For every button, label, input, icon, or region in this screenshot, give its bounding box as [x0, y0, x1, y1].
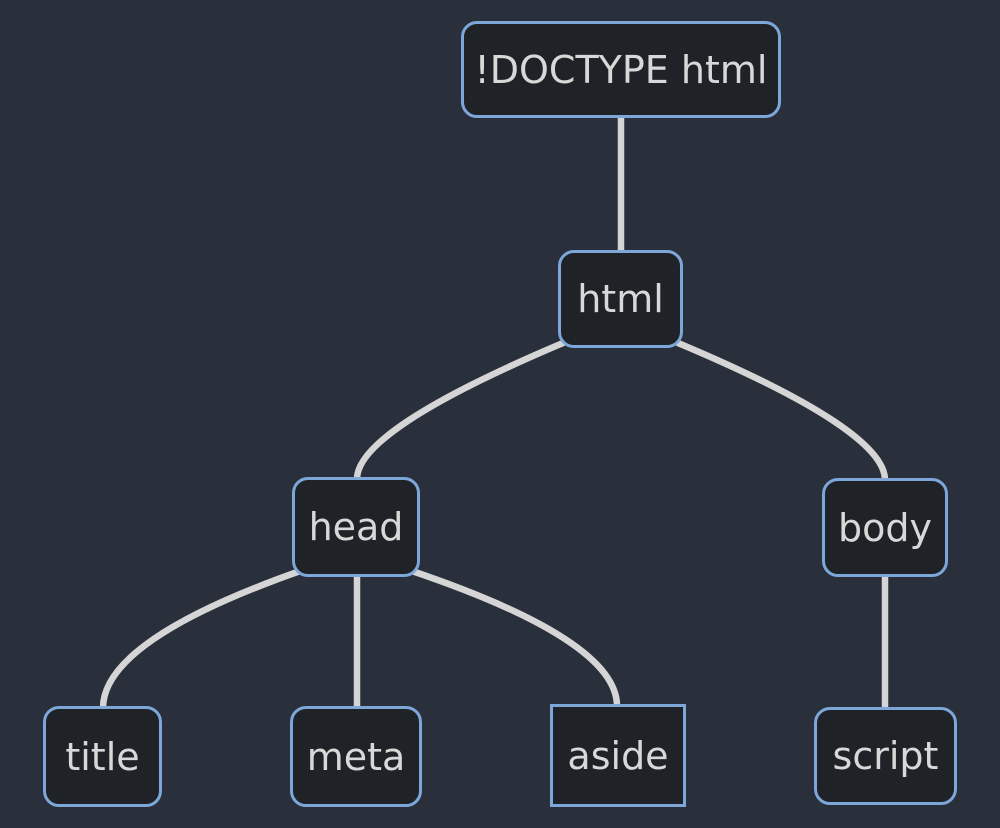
edge-head-aside — [405, 566, 621, 710]
node-body: body — [822, 478, 948, 577]
node-html: html — [558, 250, 683, 348]
node-script: script — [814, 707, 957, 805]
node-meta: meta — [290, 706, 422, 807]
edge-html-body — [674, 339, 889, 484]
edge-html-head — [353, 339, 567, 483]
node-doctype: !DOCTYPE html — [461, 21, 781, 118]
node-aside: aside — [550, 704, 686, 807]
edge-head-title — [99, 566, 307, 712]
node-title: title — [43, 706, 162, 807]
node-head: head — [292, 477, 420, 577]
